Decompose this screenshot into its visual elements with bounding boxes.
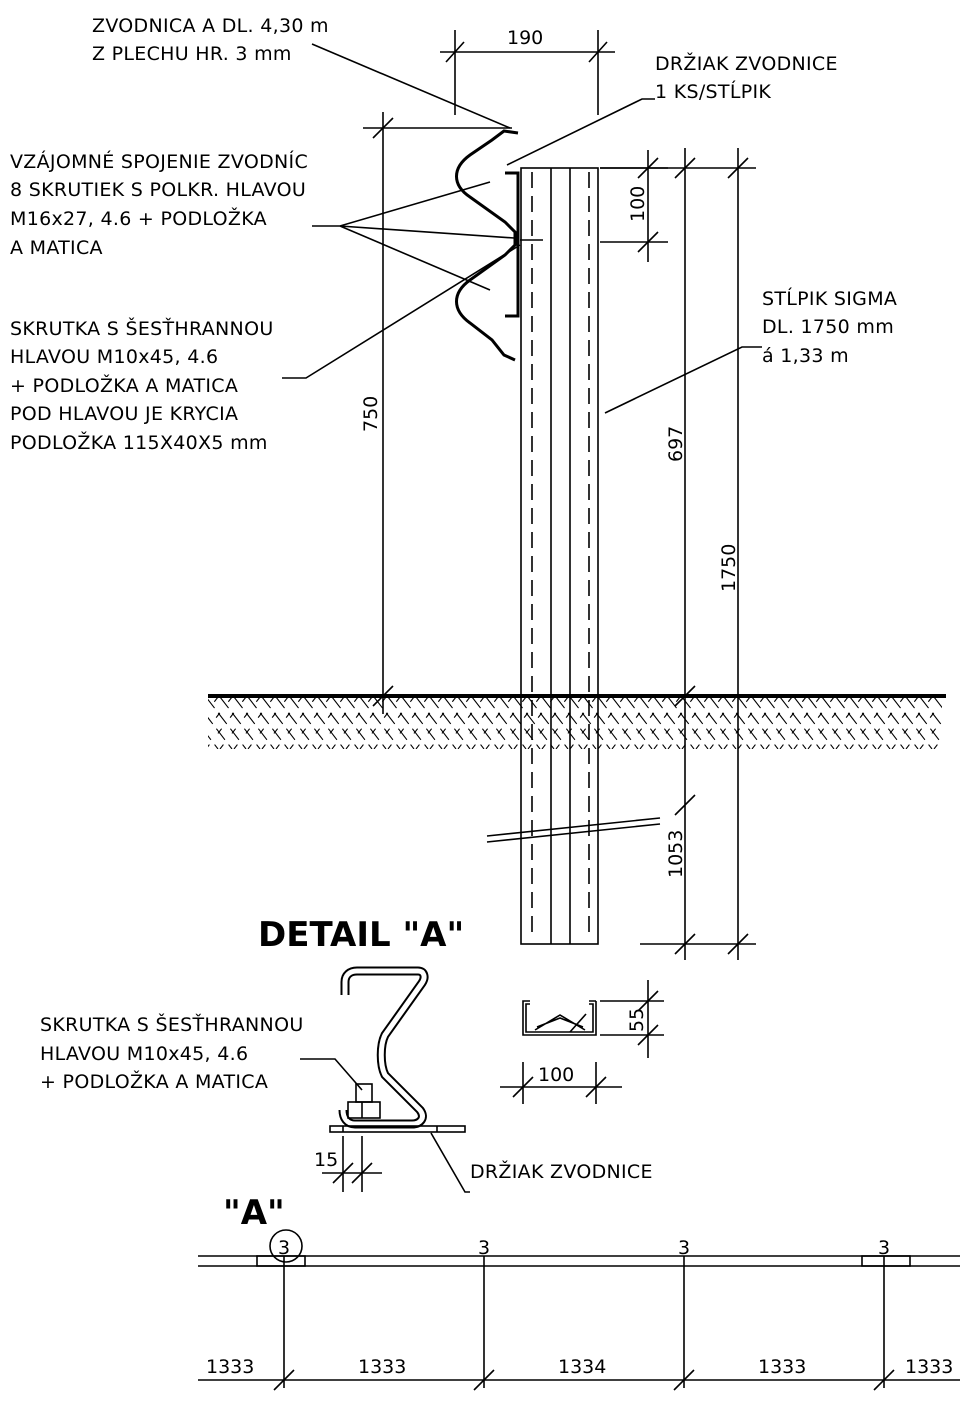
post-mark-1: 3 [278,1237,290,1259]
svg-text:Z PLECHU HR. 3 mm: Z PLECHU HR. 3 mm [92,43,292,65]
svg-text:1 KS/STĹPIK: 1 KS/STĹPIK [655,80,771,103]
post-mark-2: 3 [478,1237,490,1259]
detail-title: DETAIL "A" [258,915,464,955]
plan-marker: "A" [223,1193,285,1233]
svg-text:HLAVOU M10x45, 4.6: HLAVOU M10x45, 4.6 [10,346,218,368]
dim-1053-label: 1053 [665,830,687,878]
svg-text:A MATICA: A MATICA [10,237,103,259]
dim-55 [600,980,664,1058]
plan-view [198,1229,960,1391]
leader-skrutka-detail [300,1058,470,1193]
label-skrutka-detail: SKRUTKA S ŠESŤHRANNOU HLAVOU M10x45, 4.6… [40,1012,304,1093]
svg-text:PODLOŽKA 115X40X5 mm: PODLOŽKA 115X40X5 mm [10,431,268,454]
svg-text:HLAVOU M10x45, 4.6: HLAVOU M10x45, 4.6 [40,1043,248,1065]
detail-bracket [329,966,466,1133]
dim-100-top-label: 100 [627,186,649,222]
svg-text:ZVODNICA A DL. 4,30 m: ZVODNICA A DL. 4,30 m [92,15,329,37]
dim-697 [600,148,700,960]
spacing-1: 1333 [206,1356,254,1378]
dim-750 [363,112,512,714]
dim-15-label: 15 [314,1149,338,1171]
dim-697-label: 697 [665,426,687,462]
dim-1750-label: 1750 [718,544,740,592]
svg-text:SKRUTKA S ŠESŤHRANNOU: SKRUTKA S ŠESŤHRANNOU [10,316,274,340]
svg-text:SKRUTKA S ŠESŤHRANNOU: SKRUTKA S ŠESŤHRANNOU [40,1012,304,1036]
svg-text:+ PODLOŽKA A MATICA: + PODLOŽKA A MATICA [10,374,238,397]
svg-text:POD HLAVOU JE KRYCIA: POD HLAVOU JE KRYCIA [10,403,238,425]
post-elevation [486,167,661,945]
guardrail-profile [455,129,543,362]
post-mark-4: 3 [878,1237,890,1259]
sigma-section [522,1000,597,1036]
spacing-4: 1333 [758,1356,806,1378]
spacing-3: 1334 [558,1356,606,1378]
label-skrutka-top: SKRUTKA S ŠESŤHRANNOU HLAVOU M10x45, 4.6… [10,316,274,454]
dim-190 [440,30,615,115]
svg-text:VZÁJOMNÉ SPOJENIE ZVODNÍC: VZÁJOMNÉ SPOJENIE ZVODNÍC [10,150,308,173]
dim-1750 [640,148,756,960]
svg-text:DRŽIAK ZVODNICE: DRŽIAK ZVODNICE [655,52,838,75]
label-drziak-top: DRŽIAK ZVODNICE 1 KS/STĹPIK [655,52,838,103]
label-zvodnica: ZVODNICA A DL. 4,30 m Z PLECHU HR. 3 mm [92,15,329,65]
svg-text:M16x27, 4.6 + PODLOŽKA: M16x27, 4.6 + PODLOŽKA [10,207,267,230]
dim-15 [322,1136,382,1192]
dim-55-label: 55 [626,1008,648,1032]
label-spojenie: VZÁJOMNÉ SPOJENIE ZVODNÍC 8 SKRUTIEK S P… [10,150,308,259]
svg-text:STĹPIK SIGMA: STĹPIK SIGMA [762,287,897,310]
svg-text:+ PODLOŽKA A MATICA: + PODLOŽKA A MATICA [40,1070,268,1093]
spacing-2: 1333 [358,1356,406,1378]
dim-100-section-label: 100 [538,1064,574,1086]
ground-line [208,694,946,749]
svg-text:á 1,33 m: á 1,33 m [762,345,849,367]
svg-text:8 SKRUTIEK S POLKR. HLAVOU: 8 SKRUTIEK S POLKR. HLAVOU [10,179,306,201]
leaders [282,43,762,414]
label-drziak-detail: DRŽIAK ZVODNICE [470,1160,653,1183]
dim-750-label: 750 [360,396,382,432]
dim-190-label: 190 [507,27,543,49]
label-stlpik: STĹPIK SIGMA DL. 1750 mm á 1,33 m [762,287,897,367]
post-mark-3: 3 [678,1237,690,1259]
dim-100-section [500,1062,622,1104]
spacing-5: 1333 [905,1356,953,1378]
svg-text:DL. 1750 mm: DL. 1750 mm [762,316,894,338]
